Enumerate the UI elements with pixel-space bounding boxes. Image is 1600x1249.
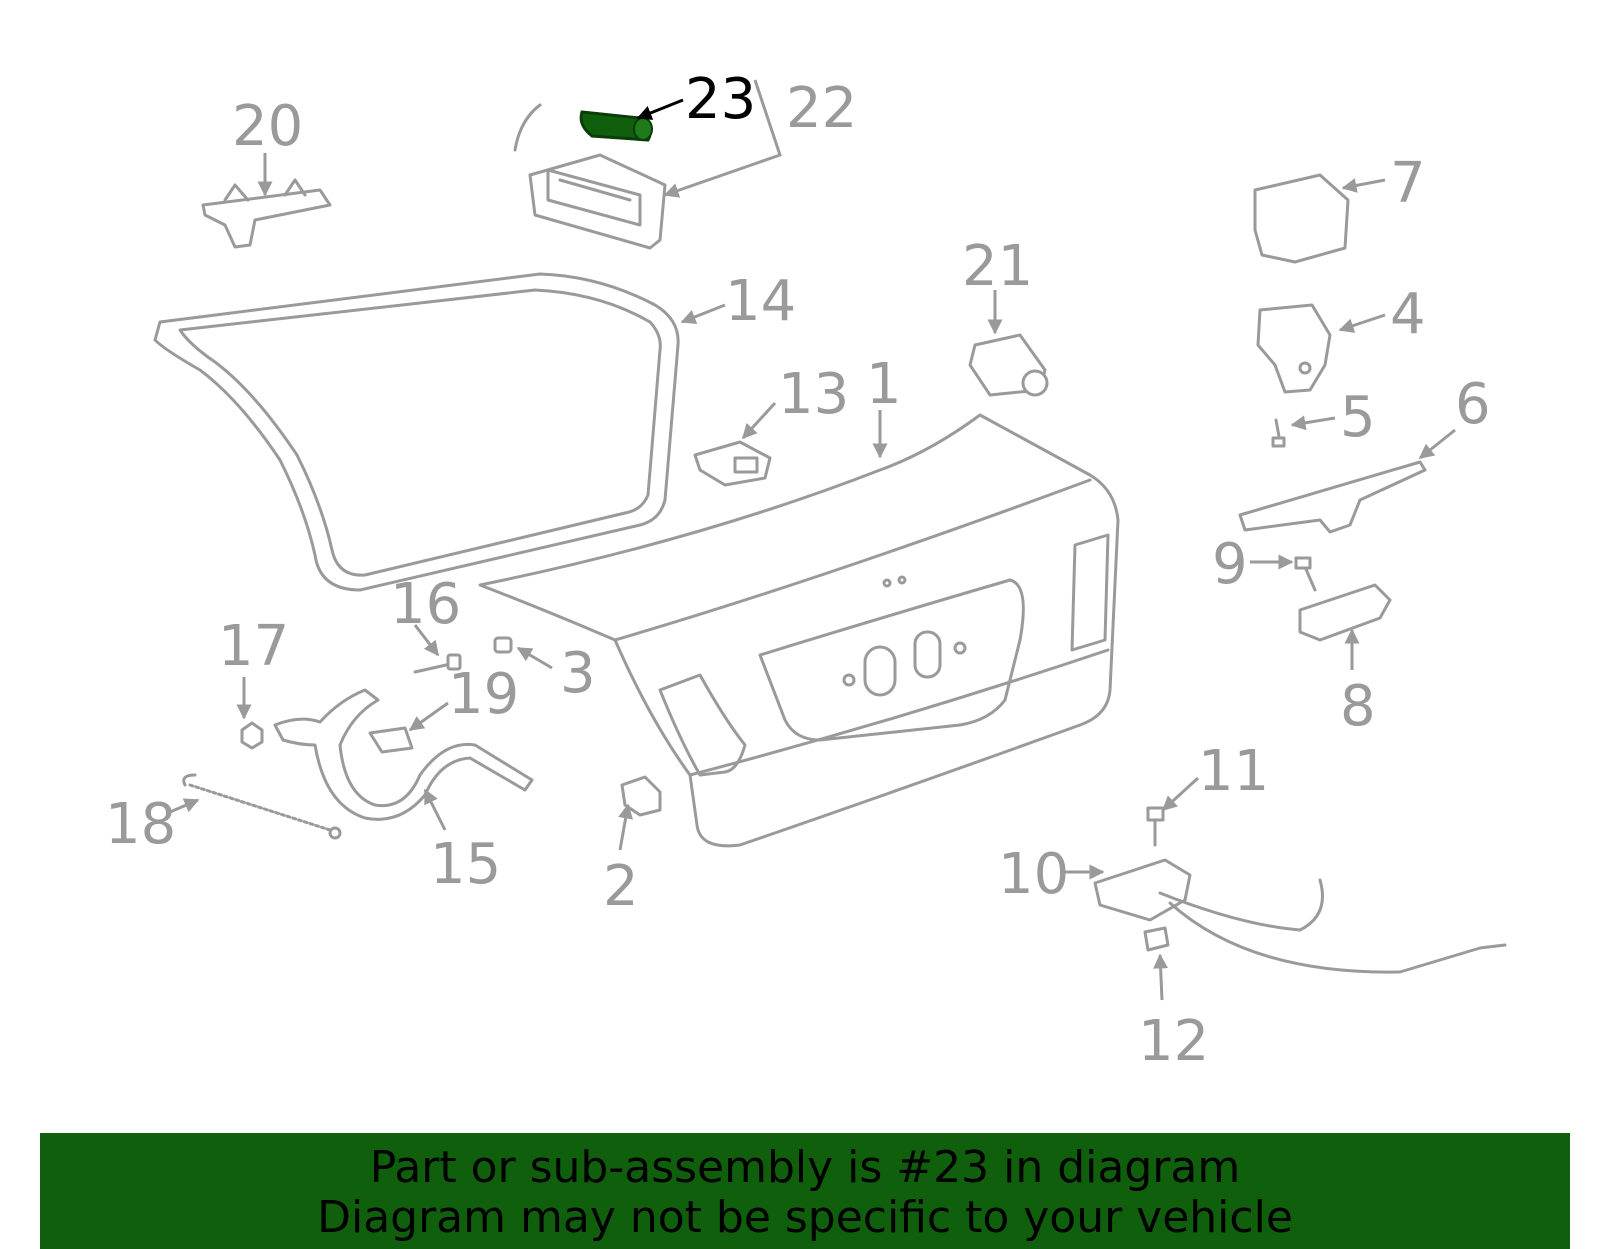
callout-19: 19 bbox=[448, 662, 519, 727]
banner-line-1: Part or sub-assembly is #23 in diagram bbox=[369, 1142, 1241, 1193]
callout-17: 17 bbox=[218, 614, 289, 679]
part-7-cover bbox=[1253, 173, 1350, 264]
callout-16: 16 bbox=[390, 572, 461, 637]
part-23-lock-cylinder bbox=[579, 110, 653, 142]
leader-2 bbox=[618, 803, 634, 851]
part-6-striker bbox=[1238, 460, 1427, 534]
leader-5 bbox=[1290, 415, 1336, 431]
callout-23: 23 bbox=[685, 67, 756, 132]
part-16-pin bbox=[413, 653, 462, 674]
leader-23 bbox=[636, 98, 684, 120]
leader-7 bbox=[1341, 178, 1386, 193]
leader-4 bbox=[1338, 313, 1386, 333]
leader-22 bbox=[663, 79, 782, 198]
part-3-bumper bbox=[493, 636, 513, 654]
leader-19 bbox=[408, 701, 449, 732]
banner-line-2: Diagram may not be specific to your vehi… bbox=[317, 1192, 1293, 1243]
part-10-release-assembly bbox=[1093, 858, 1507, 974]
callout-21: 21 bbox=[962, 234, 1033, 299]
part-13-clip bbox=[693, 440, 772, 487]
callout-12: 12 bbox=[1138, 1009, 1209, 1074]
callout-6: 6 bbox=[1455, 372, 1491, 437]
part-8-bracket bbox=[1298, 583, 1392, 642]
leader-3 bbox=[516, 646, 553, 670]
part-5-bolt bbox=[1271, 418, 1286, 448]
part-15-hinge bbox=[273, 688, 534, 821]
part-19-clip bbox=[368, 726, 414, 754]
part-14-weatherstrip bbox=[153, 272, 680, 592]
info-banner: Part or sub-assembly is #23 in diagram D… bbox=[40, 1133, 1570, 1249]
part-18-spring bbox=[182, 773, 342, 840]
callout-18: 18 bbox=[105, 792, 176, 857]
callout-labels: 20 23 22 7 4 5 6 9 8 21 14 13 1 3 16 17 … bbox=[105, 67, 1491, 1074]
leader-12 bbox=[1153, 953, 1169, 1001]
callout-13: 13 bbox=[778, 362, 849, 427]
callout-8: 8 bbox=[1340, 674, 1376, 739]
callout-14: 14 bbox=[725, 269, 796, 334]
leader-6 bbox=[1418, 428, 1456, 460]
parts-diagram: 20 23 22 7 4 5 6 9 8 21 14 13 1 3 16 17 … bbox=[105, 67, 1507, 1074]
part-21-actuator bbox=[968, 333, 1049, 397]
leader-13 bbox=[741, 401, 777, 440]
part-12-grommet bbox=[1143, 926, 1170, 952]
leader-18 bbox=[169, 798, 200, 814]
part-11-bolt bbox=[1146, 806, 1165, 847]
part-22-handle-assembly bbox=[513, 103, 667, 250]
callout-11: 11 bbox=[1198, 739, 1269, 804]
leader-15 bbox=[423, 788, 447, 831]
callout-4: 4 bbox=[1390, 282, 1426, 347]
leader-14 bbox=[680, 303, 726, 325]
callout-20: 20 bbox=[232, 94, 303, 159]
callout-7: 7 bbox=[1390, 151, 1426, 216]
callout-9: 9 bbox=[1212, 532, 1248, 597]
callout-10: 10 bbox=[998, 842, 1069, 907]
leader-lines bbox=[169, 79, 1456, 1001]
callout-3: 3 bbox=[560, 641, 596, 706]
callout-1: 1 bbox=[866, 352, 902, 417]
callout-15: 15 bbox=[430, 832, 501, 897]
leader-16 bbox=[413, 624, 440, 657]
callout-5: 5 bbox=[1340, 385, 1376, 450]
part-4-latch bbox=[1256, 303, 1332, 394]
part-20-bracket bbox=[201, 178, 332, 249]
part-1-trunk-lid bbox=[478, 413, 1120, 848]
callout-2: 2 bbox=[603, 854, 639, 919]
part-9-screw bbox=[1294, 556, 1317, 592]
part-17-nut bbox=[240, 721, 264, 750]
leader-11 bbox=[1161, 776, 1200, 812]
callout-22: 22 bbox=[786, 76, 857, 141]
